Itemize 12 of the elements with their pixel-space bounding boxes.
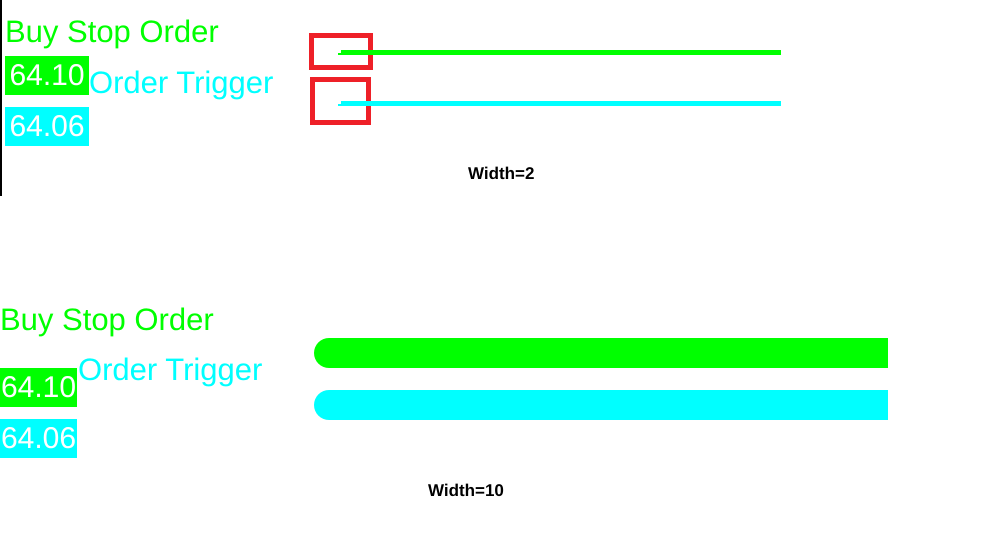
width-label: Width=2 xyxy=(468,165,534,182)
trigger-label: Order Trigger xyxy=(89,67,274,98)
price-tag: 64.10 xyxy=(0,368,77,407)
trigger-label: Order Trigger xyxy=(78,354,262,385)
price-bar xyxy=(314,338,888,368)
price-tag: 64.06 xyxy=(0,419,77,458)
price-bar xyxy=(314,390,888,420)
price-tag: 64.06 xyxy=(5,107,89,146)
width-label: Width=10 xyxy=(428,482,504,499)
order-label: Buy Stop Order xyxy=(0,304,214,335)
order-label: Buy Stop Order xyxy=(5,16,219,47)
price-tag: 64.10 xyxy=(5,56,89,95)
